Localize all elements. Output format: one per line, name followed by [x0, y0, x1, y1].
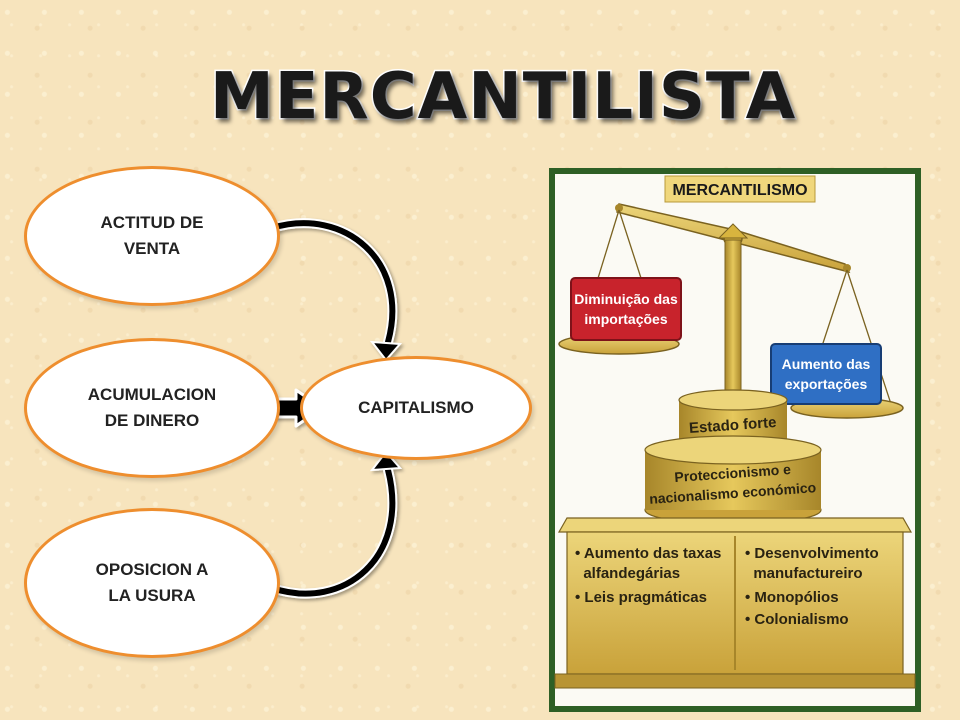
node-actitud-de-venta: ACTITUD DE VENTA: [24, 166, 280, 306]
left-pan-line1: Diminuição das: [574, 291, 678, 307]
right-pan-line2: exportações: [785, 376, 868, 392]
upper-base-label: Estado forte: [688, 414, 776, 437]
left-pan-line2: importações: [584, 311, 667, 327]
right-list: • Desenvolvimento manufactureiro • Monop…: [745, 545, 879, 628]
node-oposicion-a-la-usura: OPOSICION A LA USURA: [24, 508, 280, 658]
middle-base: Proteccionismo e nacionalismo económico: [644, 435, 822, 525]
curved-arrow-top: [267, 218, 403, 362]
mercantilismo-illustration: MERCANTILISMO Diminuição das importações…: [549, 168, 921, 712]
node-actitud-line1: ACTITUD DE: [100, 212, 204, 232]
left-list-item-3: • Leis pragmáticas: [575, 589, 707, 606]
bottom-plinth: [554, 517, 916, 689]
slide-title: MERCANTILISTA: [209, 59, 797, 136]
left-pan-box: Diminuição das importações: [570, 277, 682, 341]
illustration-header-box: [664, 175, 816, 203]
left-list-item-2: alfandegárias: [575, 565, 680, 582]
node-acumulacion-line1: ACUMULACION: [87, 384, 217, 404]
scale-pivot: [717, 223, 749, 239]
right-list-item-3: • Monopólios: [745, 589, 839, 606]
scale-post: [724, 239, 742, 401]
node-oposicion-line2: LA USURA: [108, 586, 196, 605]
left-list: • Aumento das taxas alfandegárias • Leis…: [575, 545, 721, 606]
node-acumulacion-de-dinero: ACUMULACION DE DINERO: [24, 338, 280, 478]
right-pan-box: Aumento das exportações: [770, 343, 882, 405]
node-actitud-line2: VENTA: [123, 239, 181, 258]
right-list-item-4: • Colonialismo: [745, 611, 849, 628]
right-list-item-1: • Desenvolvimento: [745, 545, 879, 562]
right-pan-line1: Aumento das: [782, 356, 871, 372]
node-capitalismo-label: CAPITALISMO: [358, 397, 474, 417]
right-list-item-2: manufactureiro: [745, 565, 863, 582]
node-oposicion-line1: OPOSICION A: [95, 559, 209, 579]
node-acumulacion-line2: DE DINERO: [104, 411, 200, 430]
node-capitalismo: CAPITALISMO: [300, 356, 532, 460]
left-list-item-1: • Aumento das taxas: [575, 545, 721, 562]
illustration-header: MERCANTILISMO: [672, 182, 807, 199]
curved-arrow-bottom: [267, 450, 403, 599]
